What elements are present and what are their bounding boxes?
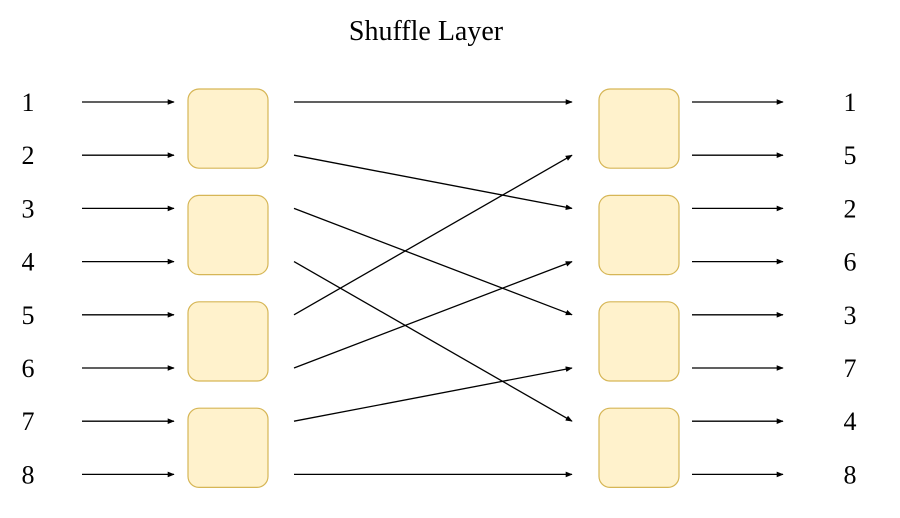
left-box — [187, 194, 269, 276]
input-labels: 1 2 3 4 5 6 7 8 — [22, 88, 35, 489]
output-labels: 1 5 2 6 3 7 4 8 — [844, 88, 857, 489]
output-label: 4 — [844, 407, 857, 436]
output-arrows — [692, 99, 784, 478]
right-box — [598, 88, 680, 169]
input-label: 5 — [22, 301, 35, 330]
right-box — [598, 407, 680, 489]
right-box — [598, 301, 680, 382]
output-label: 1 — [844, 88, 857, 117]
output-label: 3 — [844, 301, 857, 330]
shuffle-wire — [293, 154, 573, 316]
diagram-title: Shuffle Layer — [349, 16, 504, 47]
left-boxes — [187, 88, 269, 489]
shuffle-wires — [293, 99, 573, 478]
shuffle-wire — [293, 154, 573, 210]
input-label: 8 — [22, 460, 35, 489]
output-label: 7 — [844, 354, 857, 383]
right-boxes — [598, 88, 680, 489]
shuffle-wire — [293, 261, 573, 422]
input-label: 1 — [22, 88, 35, 117]
left-box — [187, 407, 269, 489]
input-label: 7 — [22, 407, 35, 436]
shuffle-wire — [293, 366, 573, 422]
output-label: 6 — [844, 248, 857, 277]
right-box — [598, 194, 680, 276]
output-label: 8 — [844, 460, 857, 489]
left-box — [187, 88, 269, 169]
output-label: 2 — [844, 194, 857, 223]
shuffle-wire — [293, 207, 573, 316]
input-label: 3 — [22, 194, 35, 223]
input-label: 2 — [22, 141, 35, 170]
input-label: 4 — [22, 248, 35, 277]
input-label: 6 — [22, 354, 35, 383]
left-box — [187, 301, 269, 382]
shuffle-wire — [293, 260, 573, 369]
output-label: 5 — [844, 141, 857, 170]
input-arrows — [82, 99, 175, 478]
